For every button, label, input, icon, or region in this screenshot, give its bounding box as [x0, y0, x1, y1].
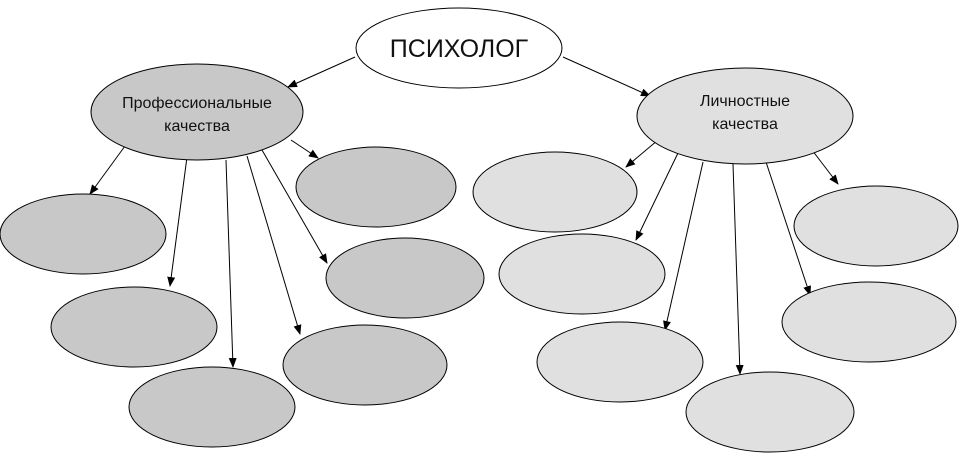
personal-child-node-5 [781, 281, 957, 363]
professional-child-node-3 [128, 366, 296, 448]
personal-child-node-4 [793, 185, 959, 267]
professional-child-node-1 [0, 193, 167, 275]
professional-child-node-2 [50, 286, 218, 368]
arrow-professional-child-4 [246, 155, 302, 335]
arrow-professional-child-6 [290, 139, 319, 159]
arrow-root-to-personal [562, 56, 651, 97]
personal-child-node-6 [685, 371, 855, 453]
arrow-personal-child-5 [765, 161, 811, 296]
arrow-professional-child-1 [89, 145, 126, 195]
professional-child-node-4 [295, 146, 457, 228]
arrow-professional-child-5 [261, 149, 328, 264]
arrow-personal-child-3 [663, 161, 704, 331]
branch-professional-label-2: качества [164, 118, 230, 135]
branch-personal-label-2: качества [712, 116, 778, 133]
personal-child-node-1 [472, 151, 638, 233]
root-label: ПСИХОЛОГ [390, 35, 529, 63]
arrow-personal-child-6 [811, 149, 839, 185]
branch-personal-label-1: Личностные [700, 93, 790, 110]
arrow-personal-child-1 [625, 139, 659, 168]
branch-node-professional [90, 63, 304, 161]
connector-arrows [89, 56, 839, 375]
branch-node-personal [636, 67, 854, 165]
root-node [355, 7, 563, 89]
arrow-personal-child-4 [732, 163, 744, 375]
branch-professional-label-1: Профессиональные [122, 95, 272, 112]
professional-child-node-5 [325, 237, 485, 319]
arrow-root-to-professional [287, 56, 356, 88]
professional-child-node-6 [282, 324, 448, 406]
arrow-professional-child-2 [167, 156, 188, 287]
arrow-professional-child-3 [225, 159, 237, 368]
personal-child-node-2 [498, 233, 666, 315]
personal-child-node-3 [536, 321, 704, 403]
arrow-personal-child-2 [635, 152, 679, 241]
